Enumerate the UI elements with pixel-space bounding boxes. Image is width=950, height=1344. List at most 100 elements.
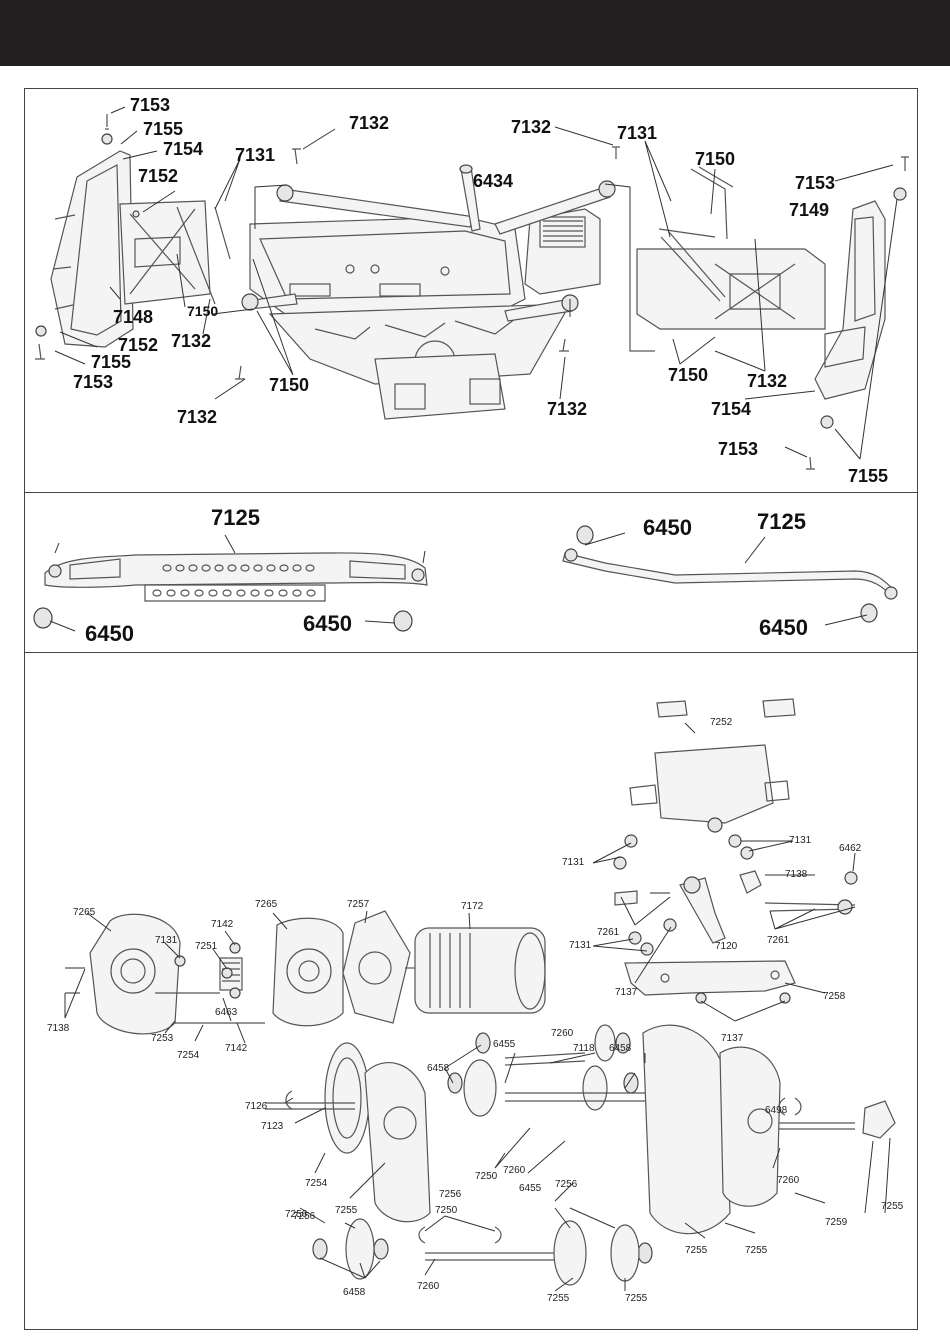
trans-label: 7142 [211,919,234,930]
trans-label: 7255 [745,1245,768,1256]
servo-horn [679,876,726,944]
trans-label: 7255 [625,1293,648,1304]
chassis-label: 7132 [349,113,389,133]
link-hole [292,564,302,572]
trans-label: 6463 [215,1007,238,1018]
trans-label: 6458 [343,1287,366,1298]
trans-label: 7255 [881,1201,904,1212]
trans-label: 7260 [503,1165,526,1176]
spur-gear [324,1042,370,1154]
links-label: 7125 [757,509,806,534]
chassis-label: 7150 [668,365,708,385]
chassis-label: 7155 [91,352,131,372]
trans-label: 7256 [439,1189,462,1200]
trans-label: 7172 [461,901,484,912]
chassis-label: 7150 [269,375,309,395]
trans-label: 7250 [475,1171,498,1182]
trans-label: 7142 [225,1043,248,1054]
lower-link-left [241,293,298,311]
chassis-label: 7154 [711,399,751,419]
lower-gears [345,1218,640,1286]
link-hole [152,589,162,597]
chassis-label: 7153 [130,95,170,115]
trans-label: 7258 [823,991,846,1002]
link-hole [236,589,246,597]
chassis-label: 7132 [177,407,217,427]
gearbox-half-right [642,1024,781,1235]
trans-label: 7260 [551,1028,574,1039]
links-diagram: 7125 6450 6450 6450 7125 6450 [33,505,898,646]
chassis-label: 7132 [747,371,787,391]
gear-cover-mid [272,917,344,1027]
chassis-label: 7154 [163,139,203,159]
trans-label: 7260 [777,1175,800,1186]
servo-mount [624,960,796,996]
chassis-label: 7132 [547,399,587,419]
leader-lines [54,106,898,460]
link-hole [266,564,276,572]
link-hole [305,564,315,572]
link-hole [162,564,172,572]
chassis-label: 7155 [848,466,888,486]
chassis-diagram: 7153 7155 7154 7131 7152 7132 6434 7132 … [35,95,909,486]
link-hole [306,589,316,597]
trans-label: 7254 [177,1050,200,1061]
trans-label: 7126 [245,1101,268,1112]
gearbox-half-left [364,1062,431,1223]
trans-label: 7251 [195,941,218,952]
link-hole [250,589,260,597]
rear-skid-plate [636,248,826,330]
chassis-label: 7152 [118,335,158,355]
trans-label: 7259 [825,1217,848,1228]
trans-label: 7257 [347,899,370,910]
gear-cover-left [89,913,181,1035]
trans-label: 7120 [715,941,738,952]
trans-label: 6462 [839,843,862,854]
front-bumper [50,150,134,348]
link-hole [279,564,289,572]
transmission-panel: 7252 7131 7131 6462 7138 7261 7120 7261 … [24,652,918,1330]
trans-label: 7254 [305,1178,328,1189]
front-skid-plate [119,200,211,305]
trans-label: 7261 [767,935,790,946]
header-bar [0,0,950,66]
trans-label: 7256 [555,1179,578,1190]
trans-label: 7123 [261,1121,284,1132]
link-hole [264,589,274,597]
trans-label: 7255 [335,1205,358,1216]
link-hole [292,589,302,597]
link-hole [278,589,288,597]
trans-label: 7137 [615,987,638,998]
screws [35,114,909,470]
trans-label: 7137 [721,1033,744,1044]
chassis-label: 7150 [695,149,735,169]
trans-label: 7118 [573,1043,595,1054]
links-label: 6450 [85,621,134,646]
rod-ends [33,525,878,632]
link-hole [201,564,211,572]
chassis-label: 7152 [138,166,178,186]
trans-label: 7131 [562,857,585,868]
trans-label: 7255 [547,1293,570,1304]
trans-label: 7265 [73,907,96,918]
chassis-label: 7150 [187,303,218,319]
trans-label: 7253 [151,1033,174,1044]
trans-label: 7256 [285,1209,308,1220]
idler-gears [463,1024,616,1117]
antenna-mount [459,164,481,232]
link-hole [253,564,263,572]
trans-label: 6455 [519,1183,542,1194]
chassis-label: 7148 [113,307,153,327]
clips [285,1090,802,1244]
bearings [312,1032,653,1264]
link-hole [227,564,237,572]
trans-label: 7138 [785,869,808,880]
chassis-label: 7131 [235,145,275,165]
link-hole [194,589,204,597]
motor-plate [342,910,411,1024]
link-hole [214,564,224,572]
link-hole [208,589,218,597]
chassis-label: 7153 [718,439,758,459]
trans-label: 6458 [609,1043,632,1054]
trans-label: 6455 [493,1039,516,1050]
